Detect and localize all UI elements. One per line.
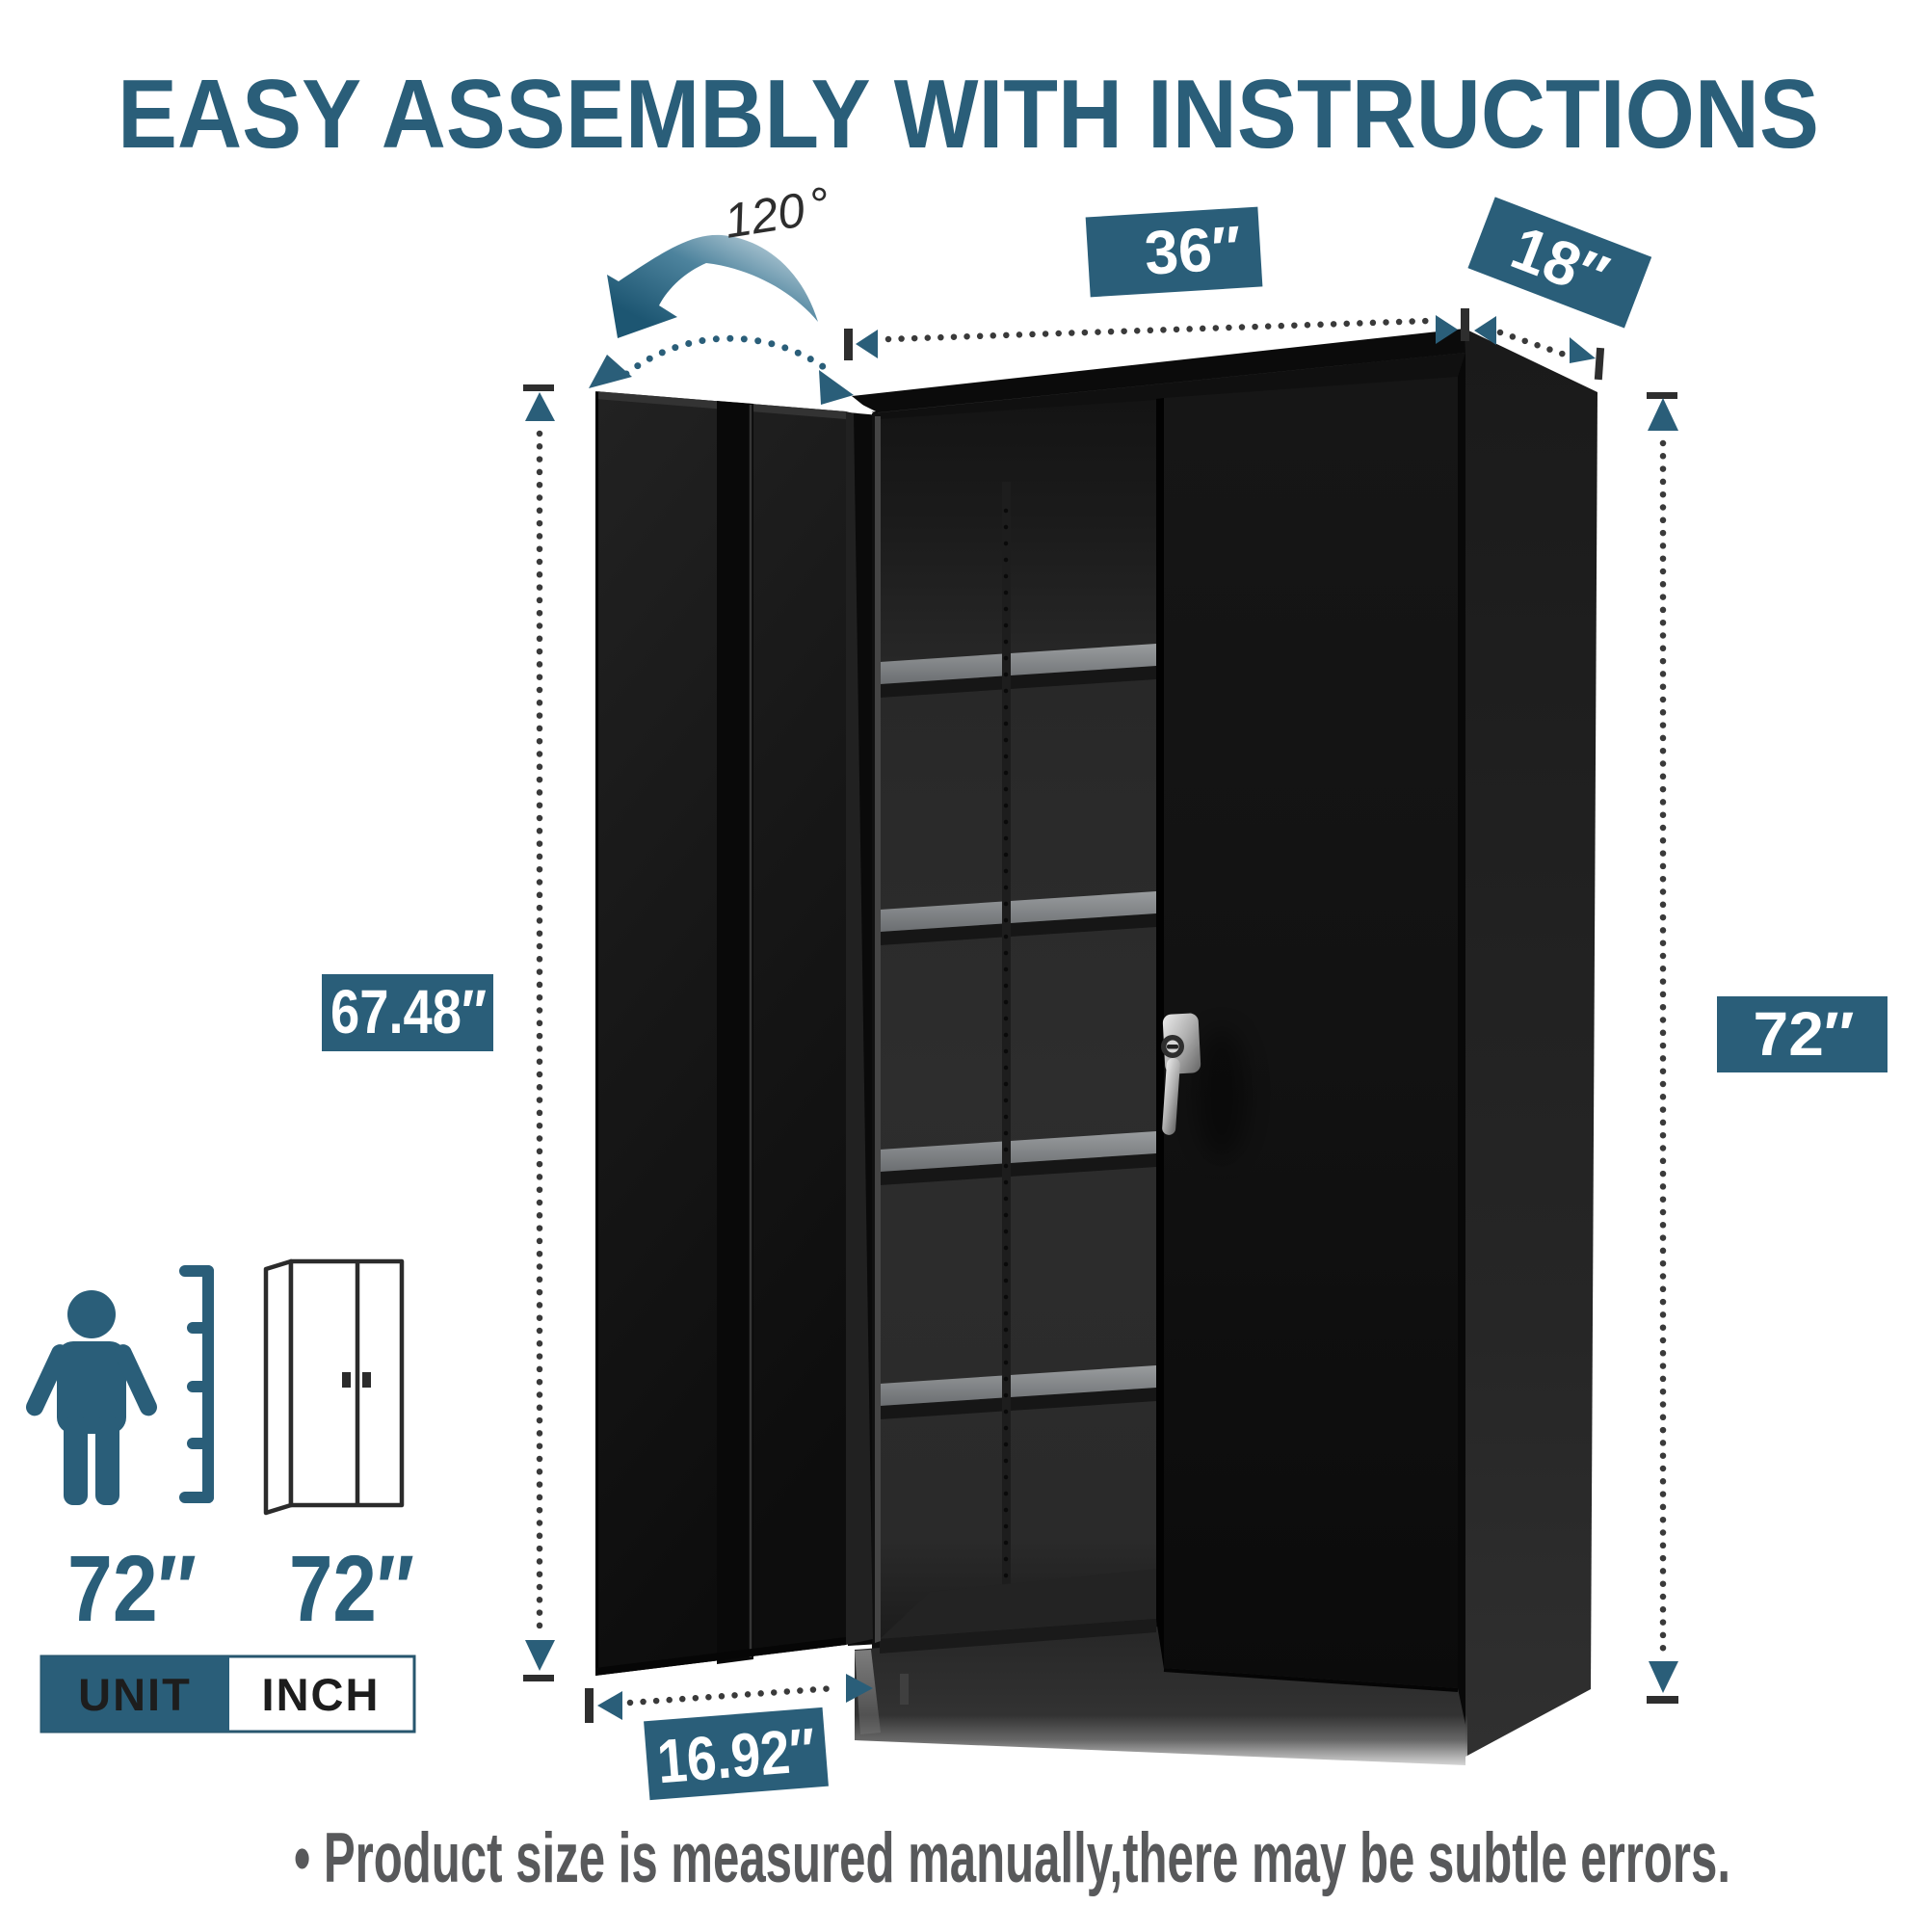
svg-text:INCH: INCH	[262, 1669, 381, 1720]
svg-text:EASY ASSEMBLY WITH INSTRUCTION: EASY ASSEMBLY WITH INSTRUCTIONS	[118, 61, 1819, 169]
svg-text:72″: 72″	[67, 1536, 197, 1641]
svg-text:72″: 72″	[1754, 999, 1855, 1069]
svg-text:• Product size is measured man: • Product size is measured manually,ther…	[294, 1819, 1730, 1897]
svg-text:16.92″: 16.92″	[655, 1715, 818, 1797]
svg-text:36″: 36″	[1143, 213, 1243, 288]
svg-text:120°: 120°	[721, 176, 833, 248]
svg-text:72″: 72″	[289, 1536, 414, 1641]
svg-text:UNIT: UNIT	[78, 1669, 192, 1720]
svg-text:67.48″: 67.48″	[330, 977, 487, 1046]
